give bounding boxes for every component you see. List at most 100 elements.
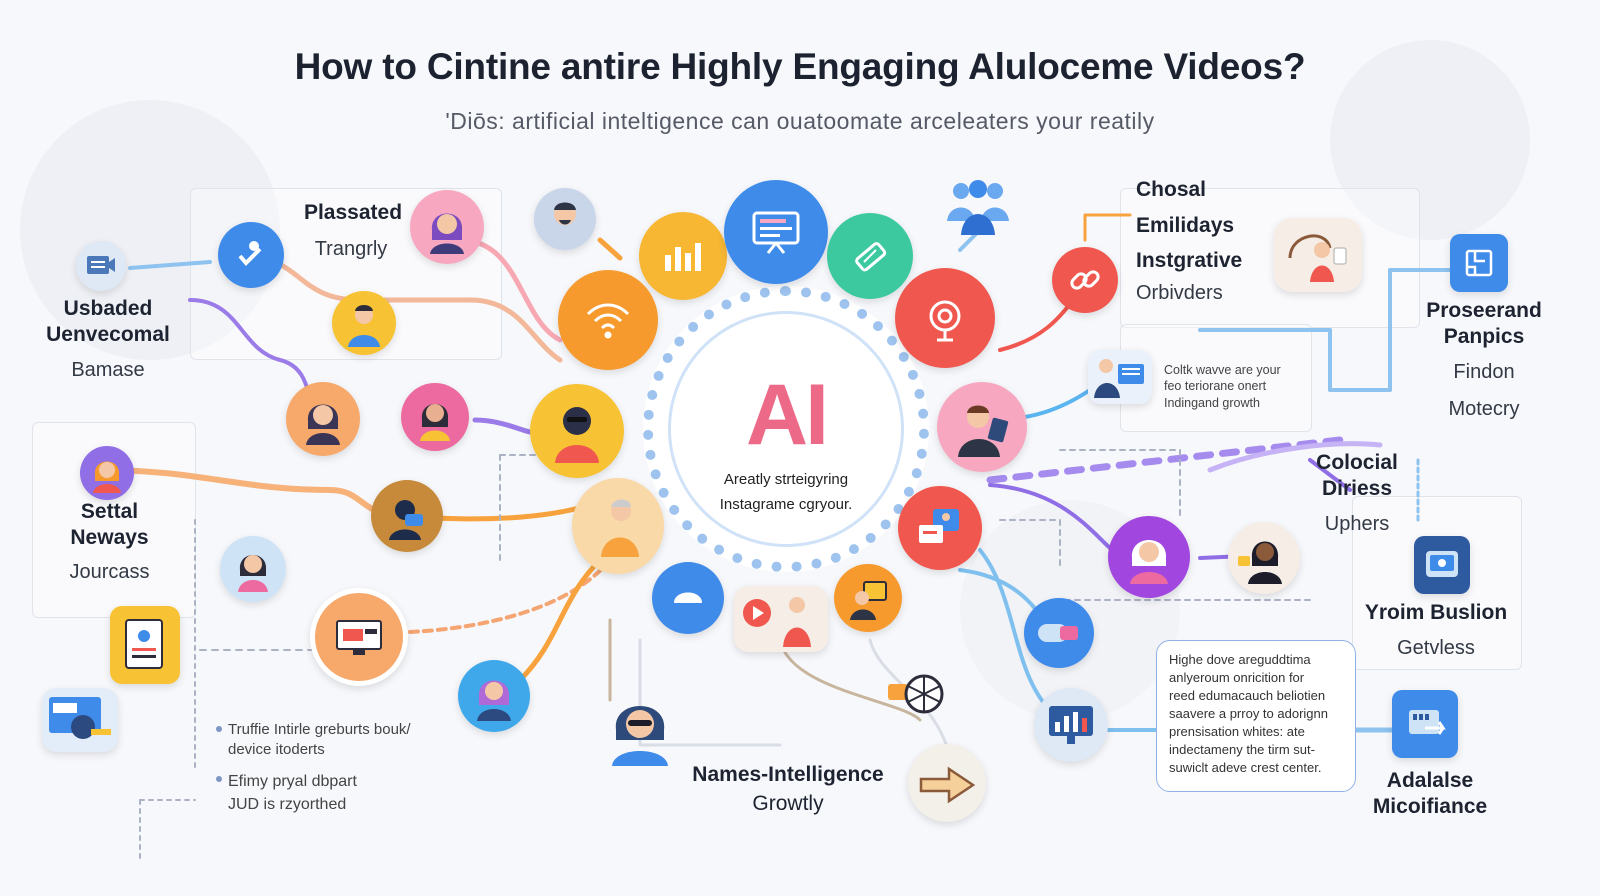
ai-ring-inner — [668, 311, 904, 547]
list-item: Emilidays — [1136, 213, 1235, 237]
right-group-d-title: Adalalse Micoifiance — [1346, 768, 1514, 821]
team-icon[interactable] — [940, 174, 1016, 240]
note-line: suwiclt adeve crest center. — [1169, 759, 1322, 775]
bullet-line: Efimy pryal dbpart — [228, 773, 357, 790]
right-group-b-title: Colocial Diriess — [1304, 450, 1410, 503]
document-icon[interactable] — [76, 241, 126, 291]
analytics-monitor-icon[interactable] — [1034, 688, 1108, 762]
man-avatar-icon[interactable] — [371, 480, 443, 552]
man-avatar-icon[interactable] — [332, 291, 396, 355]
browser-icon[interactable] — [42, 688, 118, 752]
link-icon[interactable] — [1052, 247, 1118, 313]
wifi-icon[interactable] — [558, 270, 658, 370]
puzzle-icon[interactable] — [1450, 234, 1508, 292]
calculator-icon[interactable] — [834, 564, 902, 632]
label-line: Uenvecomal — [46, 323, 170, 347]
note-line: feo teriorane onert — [1164, 379, 1267, 394]
woman-avatar-icon[interactable] — [220, 536, 286, 602]
list-item: Instgrative — [1136, 249, 1243, 273]
pie-chart-icon[interactable] — [886, 668, 946, 720]
check-person-icon[interactable] — [218, 222, 284, 288]
bullet-text-1: Truffie Intirle greburts bouk/ device it… — [228, 720, 468, 759]
woman-avatar-icon[interactable] — [286, 382, 360, 456]
label-line: Micoifiance — [1372, 795, 1488, 819]
background-blob — [1330, 40, 1530, 240]
document-icon[interactable] — [110, 606, 180, 684]
woman-avatar-icon[interactable] — [1108, 516, 1190, 598]
man-avatar-icon[interactable] — [606, 690, 676, 766]
page-title: How to Cintine antire Highly Engaging Al… — [294, 46, 1306, 87]
note-line: saavere a prroy to adorignn — [1169, 705, 1328, 721]
left-group2-title: Plassated — [303, 201, 403, 224]
right-group-a-title: Proseerand Panpics — [1414, 298, 1554, 351]
growth-chart-icon[interactable] — [639, 212, 727, 300]
list-item: Chosal — [1136, 178, 1207, 201]
ticket-icon[interactable] — [827, 213, 913, 299]
label-line: Diriess — [1321, 477, 1393, 501]
man-avatar-icon[interactable] — [937, 382, 1027, 472]
woman-avatar-icon[interactable] — [458, 660, 530, 732]
bullet-dot — [216, 726, 222, 732]
right-group-c-title: Yroim Buslion — [1364, 601, 1508, 624]
video-play-icon[interactable] — [652, 562, 724, 634]
label-line: Panpics — [1443, 325, 1525, 349]
note-box: Highe dove areguddtima anlyeroum onricit… — [1156, 640, 1356, 792]
bottom-label: Names-Intelligence Growtly — [680, 760, 896, 819]
bullet-text-2: Efimy pryal dbpart JUD is rzyorthed — [228, 770, 468, 816]
label-line: Growtly — [752, 792, 824, 816]
woman-avatar-icon[interactable] — [410, 190, 484, 264]
note-line: prensisation whites: ate — [1169, 723, 1305, 739]
arrow-sign-icon[interactable] — [908, 744, 986, 822]
right-list-sub: Orbivders — [1136, 282, 1223, 304]
panel-top-right — [1120, 188, 1420, 328]
bullet-line: Truffie Intirle greburts bouk/ — [228, 721, 411, 738]
bullet-dot — [216, 776, 222, 782]
analytics-monitor-icon[interactable] — [310, 588, 408, 686]
presentation-icon[interactable] — [898, 486, 982, 570]
label-line: Names-Intelligence — [692, 763, 884, 786]
ai-label: AI — [746, 367, 829, 463]
left-group1-title: Usbaded Uenvecomal — [28, 296, 188, 349]
video-play-icon[interactable] — [1024, 598, 1094, 668]
right-group-a-sub1: Findon — [1453, 361, 1515, 383]
bullet-line: device itoderts — [228, 740, 325, 758]
note-line: Indingand growth — [1164, 395, 1260, 410]
ai-caption-line: Instagrame cgryour. — [719, 495, 853, 513]
map-icon[interactable] — [1274, 218, 1362, 292]
right-group-a-sub2: Motecry — [1448, 398, 1520, 420]
left-group3-sub: Jourcass — [69, 561, 150, 583]
right-group-c-sub: Getvless — [1397, 637, 1475, 659]
left-group3-title: Settal Neways — [32, 499, 187, 552]
woman-avatar-icon[interactable] — [401, 383, 469, 451]
woman-avatar-icon[interactable] — [80, 446, 134, 500]
right-group-b-sub: Uphers — [1324, 513, 1390, 535]
presentation-icon[interactable] — [724, 180, 828, 284]
page-subtitle: 'Diōs: artificial inteltigence can ouato… — [445, 108, 1155, 134]
ai-caption: Areatly strteigyring Instagrame cgryour. — [690, 468, 882, 518]
man-avatar-icon[interactable] — [534, 188, 596, 250]
ai-caption-line: Areatly strteigyring — [723, 471, 849, 488]
label-line: Colocial — [1316, 451, 1398, 474]
woman-avatar-icon[interactable] — [1228, 522, 1300, 594]
label-line: Neways — [70, 526, 149, 550]
left-group1-sub: Bamase — [71, 359, 145, 381]
right-note-text: Coltk wavve are your feo teriorane onert… — [1164, 362, 1304, 411]
video-play-icon[interactable] — [734, 586, 828, 652]
man-avatar-icon[interactable] — [530, 384, 624, 478]
note-line: reed edumacauch beliotien — [1169, 687, 1326, 703]
note-line: Highe dove areguddtima — [1169, 652, 1311, 667]
panel-right-lower — [1352, 496, 1522, 670]
target-icon[interactable] — [895, 268, 995, 368]
avatar-icon[interactable] — [1088, 350, 1152, 404]
man-avatar-icon[interactable] — [572, 478, 664, 574]
note-line: indectameny the tirm sut- — [1169, 741, 1315, 757]
note-line: Coltk wavve are your — [1164, 363, 1281, 377]
calculator-icon[interactable] — [1392, 690, 1458, 758]
label-line: Adalalse — [1386, 769, 1474, 792]
label-line: Settal — [80, 500, 139, 523]
right-list: Chosal Emilidays Instgrative — [1136, 172, 1296, 279]
camera-icon[interactable] — [1414, 536, 1470, 594]
label-line: Usbaded — [63, 297, 153, 320]
note-line: anlyeroum onricition for — [1169, 669, 1305, 685]
